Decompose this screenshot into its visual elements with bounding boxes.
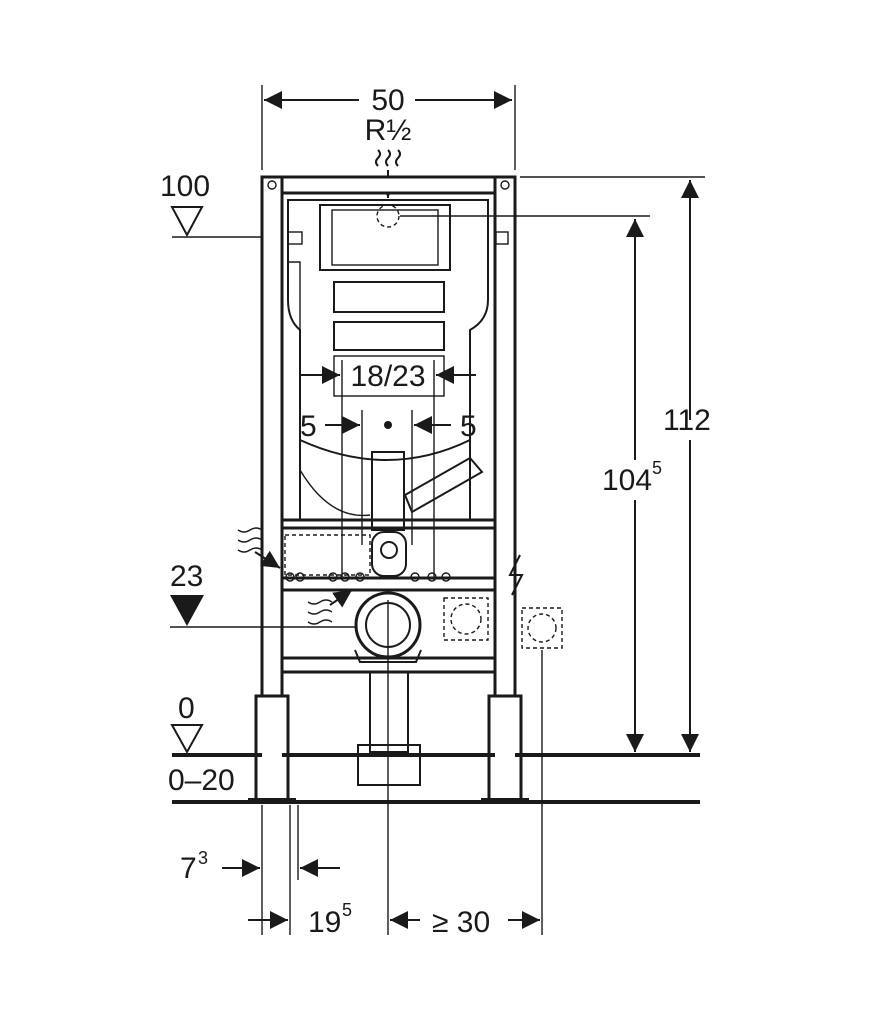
offset-left-label: 5 bbox=[300, 410, 317, 443]
height-inner-sup: 5 bbox=[652, 458, 662, 478]
wall-distance-label: 19 bbox=[308, 906, 341, 939]
level-0: 0 0–20 bbox=[168, 692, 700, 804]
min-side-distance-label: ≥ 30 bbox=[432, 906, 490, 939]
supply-label: R½ bbox=[365, 114, 412, 147]
water-inlet-icon bbox=[237, 527, 263, 553]
bolt-icon bbox=[500, 180, 510, 190]
water-supply-icon bbox=[375, 149, 401, 167]
foot-depth-label: 7 bbox=[180, 852, 197, 885]
dimension-bottom: 7 3 19 5 ≥ 30 bbox=[180, 805, 540, 939]
wall-distance-sup: 5 bbox=[342, 900, 352, 920]
offset-right-label: 5 bbox=[460, 410, 477, 443]
width-label: 50 bbox=[371, 84, 404, 117]
center-point-icon bbox=[384, 421, 392, 429]
height-inner-label: 104 bbox=[602, 464, 652, 497]
level-23: 23 bbox=[170, 560, 356, 628]
water-outlet-icon bbox=[307, 599, 333, 625]
level-0-label: 0 bbox=[178, 692, 195, 725]
dimension-heights: 112 104 5 bbox=[520, 176, 711, 752]
floor-range-label: 0–20 bbox=[168, 764, 235, 797]
button-width-label: 18/23 bbox=[350, 360, 425, 393]
level-23-label: 23 bbox=[170, 560, 203, 593]
dimension-button-offsets: 5 5 bbox=[300, 410, 477, 580]
level-100-label: 100 bbox=[160, 170, 210, 203]
lower-installation bbox=[237, 527, 563, 935]
electric-icon bbox=[508, 554, 524, 596]
dimension-button-width: 18/23 bbox=[300, 360, 476, 410]
height-total-label: 112 bbox=[663, 404, 711, 437]
bolt-icon bbox=[267, 180, 277, 190]
foot-depth-sup: 3 bbox=[198, 848, 208, 868]
dimension-width-50: 50 bbox=[261, 84, 516, 170]
level-100: 100 bbox=[160, 170, 262, 238]
